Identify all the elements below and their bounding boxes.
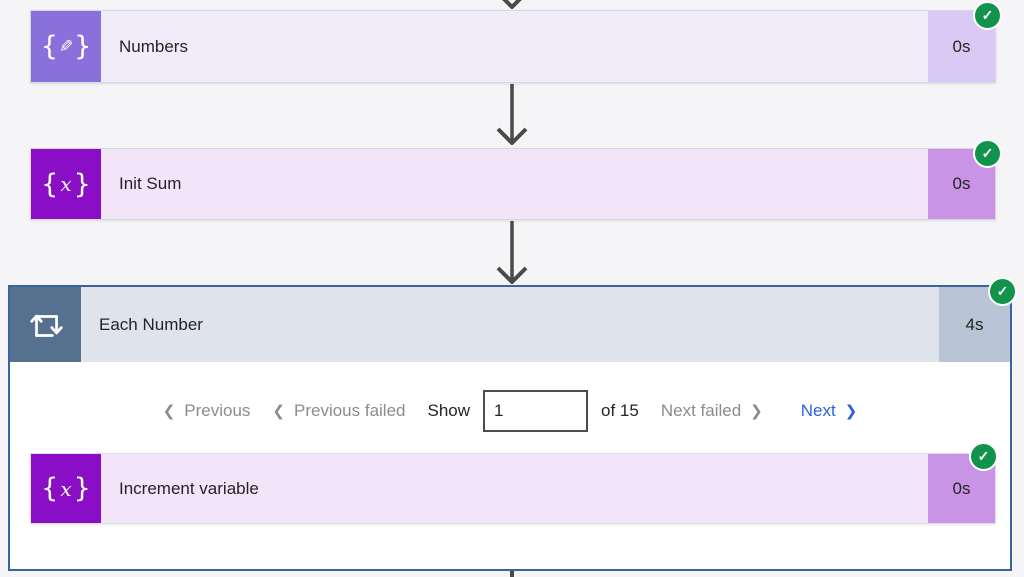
iteration-show-label: Show (427, 401, 471, 420)
status-success-icon: ✓ (969, 442, 998, 471)
pencil-icon: ✎ (58, 36, 74, 57)
iteration-total-label: of 15 (601, 401, 639, 420)
card-title: Each Number (99, 314, 203, 334)
pagination-previous-button[interactable]: ❮ Previous (162, 401, 251, 420)
flow-arrow-outgoing (510, 571, 514, 577)
foreach-header[interactable]: Each Number 4s (10, 287, 1010, 362)
action-card-init-sum[interactable]: { x } Init Sum 0s ✓ (30, 139, 1002, 220)
action-card-numbers[interactable]: { ✎ } Numbers 0s ✓ (30, 1, 1002, 83)
pagination-previous-failed-button[interactable]: ❮ Previous failed (272, 401, 406, 420)
iteration-index-input[interactable] (483, 390, 589, 432)
flow-arrow-incoming (502, 0, 522, 9)
chevron-right-icon: ❯ (750, 402, 763, 420)
compose-icon: { ✎ } (31, 11, 101, 82)
chevron-left-icon: ❮ (272, 402, 285, 420)
pagination-next-failed-button[interactable]: Next failed ❯ (660, 401, 763, 420)
iteration-pagination: ❮ Previous ❮ Previous failed Show of 15 … (10, 387, 1010, 435)
flow-arrow (496, 221, 528, 284)
status-success-icon: ✓ (988, 277, 1017, 306)
chevron-left-icon: ❮ (162, 402, 176, 420)
action-card-increment-variable[interactable]: { x } Increment variable 0s ✓ (30, 442, 998, 524)
pagination-next-button[interactable]: Next ❯ (800, 401, 858, 420)
foreach-loop-icon (10, 287, 81, 362)
status-success-icon: ✓ (973, 1, 1002, 30)
card-title: Increment variable (119, 478, 259, 498)
variable-icon: { x } (31, 454, 101, 523)
status-success-icon: ✓ (973, 139, 1002, 168)
card-title: Init Sum (119, 174, 182, 193)
card-title: Numbers (119, 36, 188, 56)
foreach-container-each-number: Each Number 4s ✓ ❮ Previous ❮ Previous f… (8, 277, 1017, 571)
chevron-right-icon: ❯ (844, 402, 858, 420)
variable-icon: { x } (31, 149, 101, 219)
flow-arrow (496, 84, 528, 145)
